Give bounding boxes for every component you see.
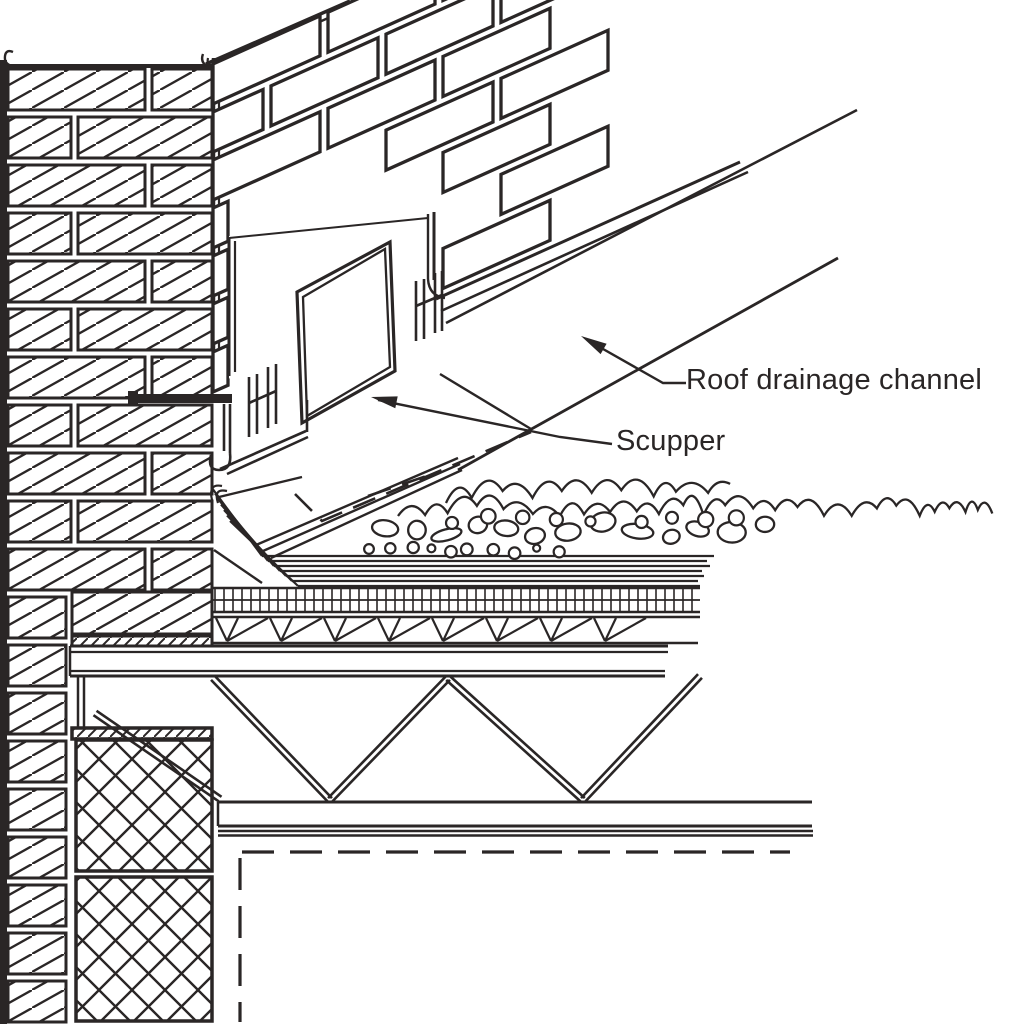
roof-assembly-layers (210, 484, 714, 645)
roof-drainage-channel-arrowhead-icon (581, 336, 607, 355)
scupper-flashing-assembly (128, 212, 447, 476)
leader-lines (371, 336, 686, 446)
gravel-ballast (363, 478, 994, 561)
hidden-outline (238, 850, 790, 1022)
label-scupper: Scupper (616, 425, 726, 457)
label-roof-drainage-channel: Roof drainage channel (686, 364, 983, 396)
scupper-arrowhead-icon (371, 396, 398, 409)
roof-drainage-channel (213, 108, 858, 584)
wall-structure (68, 590, 813, 1023)
brick-wall-section (0, 60, 214, 1024)
brick-veneer-isometric (211, 0, 610, 395)
open-web-steel-joist (92, 673, 703, 803)
